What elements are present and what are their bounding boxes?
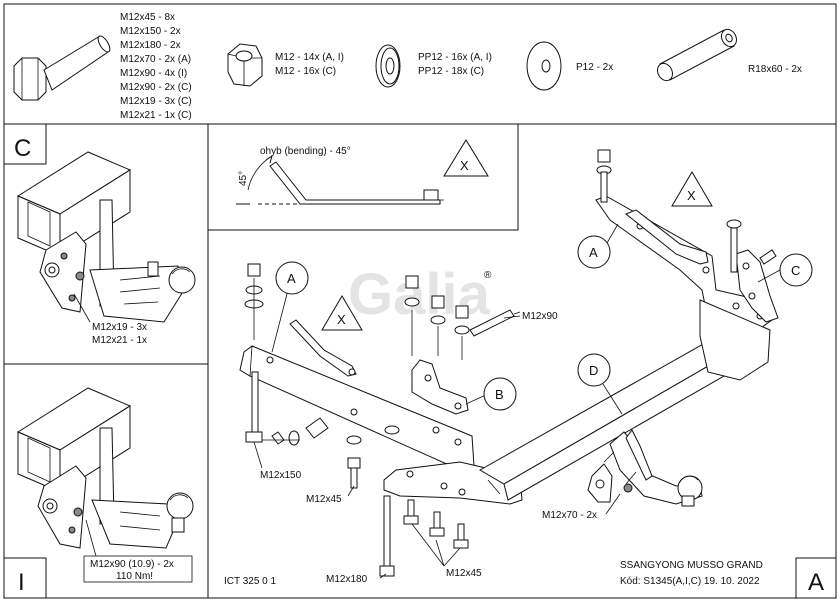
bolt-spec: M12x90 - 2x (C) bbox=[120, 82, 192, 93]
angle-label: 45° bbox=[238, 171, 249, 186]
bolt-callout: M12x45 bbox=[306, 494, 342, 505]
ball-mount bbox=[609, 429, 703, 507]
fastener-stack-bottom bbox=[346, 425, 469, 577]
vehicle-name: SSANGYONG MUSSO GRAND bbox=[620, 560, 763, 571]
drawing-number: ICT 325 0 1 bbox=[224, 576, 277, 587]
tube-spec: R18x60 - 2x bbox=[748, 64, 802, 75]
part-letter: A bbox=[589, 245, 598, 260]
bracket-b bbox=[411, 359, 469, 415]
variant-letter: I bbox=[18, 569, 25, 596]
hardware-list: M12x45 - 8x M12x150 - 2x M12x180 - 2x M1… bbox=[13, 12, 802, 121]
plate-spec: P12 - 2x bbox=[576, 62, 613, 73]
nut-spec: M12 - 14x (A, I) bbox=[275, 52, 344, 63]
part-letter: A bbox=[287, 271, 296, 286]
part-letter: D bbox=[589, 363, 598, 378]
watermark-text: Galia bbox=[348, 262, 491, 327]
bracket-a-right bbox=[595, 195, 773, 381]
bolt-spec: M12x21 - 1x (C) bbox=[120, 110, 192, 121]
bolt-spec: M12x45 - 8x bbox=[120, 12, 175, 23]
warning-symbol: X bbox=[337, 312, 346, 327]
product-code: Kód: S1345(A,I,C) 19. 10. 2022 bbox=[620, 576, 760, 587]
part-letter: B bbox=[495, 387, 504, 402]
variant-c-panel: C M12x19 - 3x M12x21 - 1x bbox=[3, 123, 196, 346]
socket-plate bbox=[587, 463, 633, 503]
socket-plate-icon bbox=[37, 465, 87, 549]
part-label-a-right: A bbox=[577, 235, 611, 269]
fastener-stack-right bbox=[596, 149, 777, 485]
bolt-spec: M12x70 - 2x (A) bbox=[120, 54, 191, 65]
variant-letter: C bbox=[14, 135, 31, 162]
warning-triangle-icon: X bbox=[671, 171, 713, 207]
nut-spec: M12 - 16x (C) bbox=[275, 66, 336, 77]
sheet-frames bbox=[3, 3, 837, 599]
variant-letter: A bbox=[808, 569, 824, 596]
washer-icon bbox=[375, 44, 401, 88]
variant-i-panel: I M12x90 (10.9) - 2x 110 Nm! bbox=[3, 387, 194, 599]
bolt-spec: M12x90 - 4x (I) bbox=[120, 68, 187, 79]
bolt-callout: M12x45 bbox=[446, 568, 482, 579]
socket-plate-icon bbox=[39, 231, 87, 313]
bolt-icon bbox=[13, 35, 111, 101]
nut-icon bbox=[227, 43, 263, 87]
bending-detail: ohyb (bending) - 45° 45° X bbox=[236, 139, 489, 205]
bolt-callout: M12x19 - 3x bbox=[92, 322, 147, 333]
watermark: Galia ® bbox=[348, 262, 492, 327]
arm-x-right bbox=[625, 209, 709, 265]
watermark-mark: ® bbox=[484, 270, 492, 281]
bolt-callout: M12x180 bbox=[326, 574, 368, 585]
warning-symbol: X bbox=[460, 158, 469, 173]
tube-icon bbox=[657, 28, 737, 82]
bolt-spec: M12x180 - 2x bbox=[120, 40, 181, 51]
bracket-c bbox=[735, 249, 779, 323]
bolt-callout: M12x150 bbox=[260, 470, 302, 481]
warning-triangle-icon: X bbox=[443, 139, 489, 177]
bolt-callout: M12x70 - 2x bbox=[542, 510, 597, 521]
bolt-spec: M12x150 - 2x bbox=[120, 26, 181, 37]
part-label-a-left: A bbox=[275, 261, 309, 295]
title-block: ICT 325 0 1 SSANGYONG MUSSO GRAND Kód: S… bbox=[224, 557, 837, 599]
arm-x-left bbox=[289, 319, 357, 377]
bracket-a-left bbox=[239, 345, 475, 471]
bolt-spec: M12x19 - 3x (C) bbox=[120, 96, 192, 107]
fastener-stack-left bbox=[244, 263, 329, 446]
torque-note: 110 Nm! bbox=[116, 571, 153, 582]
towbar-ball-icon bbox=[89, 199, 196, 323]
bolt-callout: M12x21 - 1x bbox=[92, 335, 147, 346]
plate-washer-icon bbox=[526, 41, 562, 91]
warning-triangle-icon: X bbox=[321, 295, 363, 331]
warning-symbol: X bbox=[687, 188, 696, 203]
washer-spec: PP12 - 16x (A, I) bbox=[418, 52, 492, 63]
washer-spec: PP12 - 18x (C) bbox=[418, 66, 484, 77]
bolt-callout: M12x90 (10.9) - 2x bbox=[90, 559, 174, 570]
bolt-callout: M12x90 bbox=[522, 311, 558, 322]
part-letter: C bbox=[791, 263, 800, 278]
fastener-stack-b bbox=[404, 275, 521, 360]
towbar-ball-icon bbox=[91, 427, 194, 549]
part-label-c: C bbox=[779, 253, 813, 287]
main-assembly: A X B A X C D M12x90 M12x150 M12x45 bbox=[239, 149, 813, 585]
bending-label: ohyb (bending) - 45° bbox=[260, 146, 351, 157]
part-label-b: B bbox=[483, 377, 517, 411]
part-label-d: D bbox=[577, 353, 611, 387]
